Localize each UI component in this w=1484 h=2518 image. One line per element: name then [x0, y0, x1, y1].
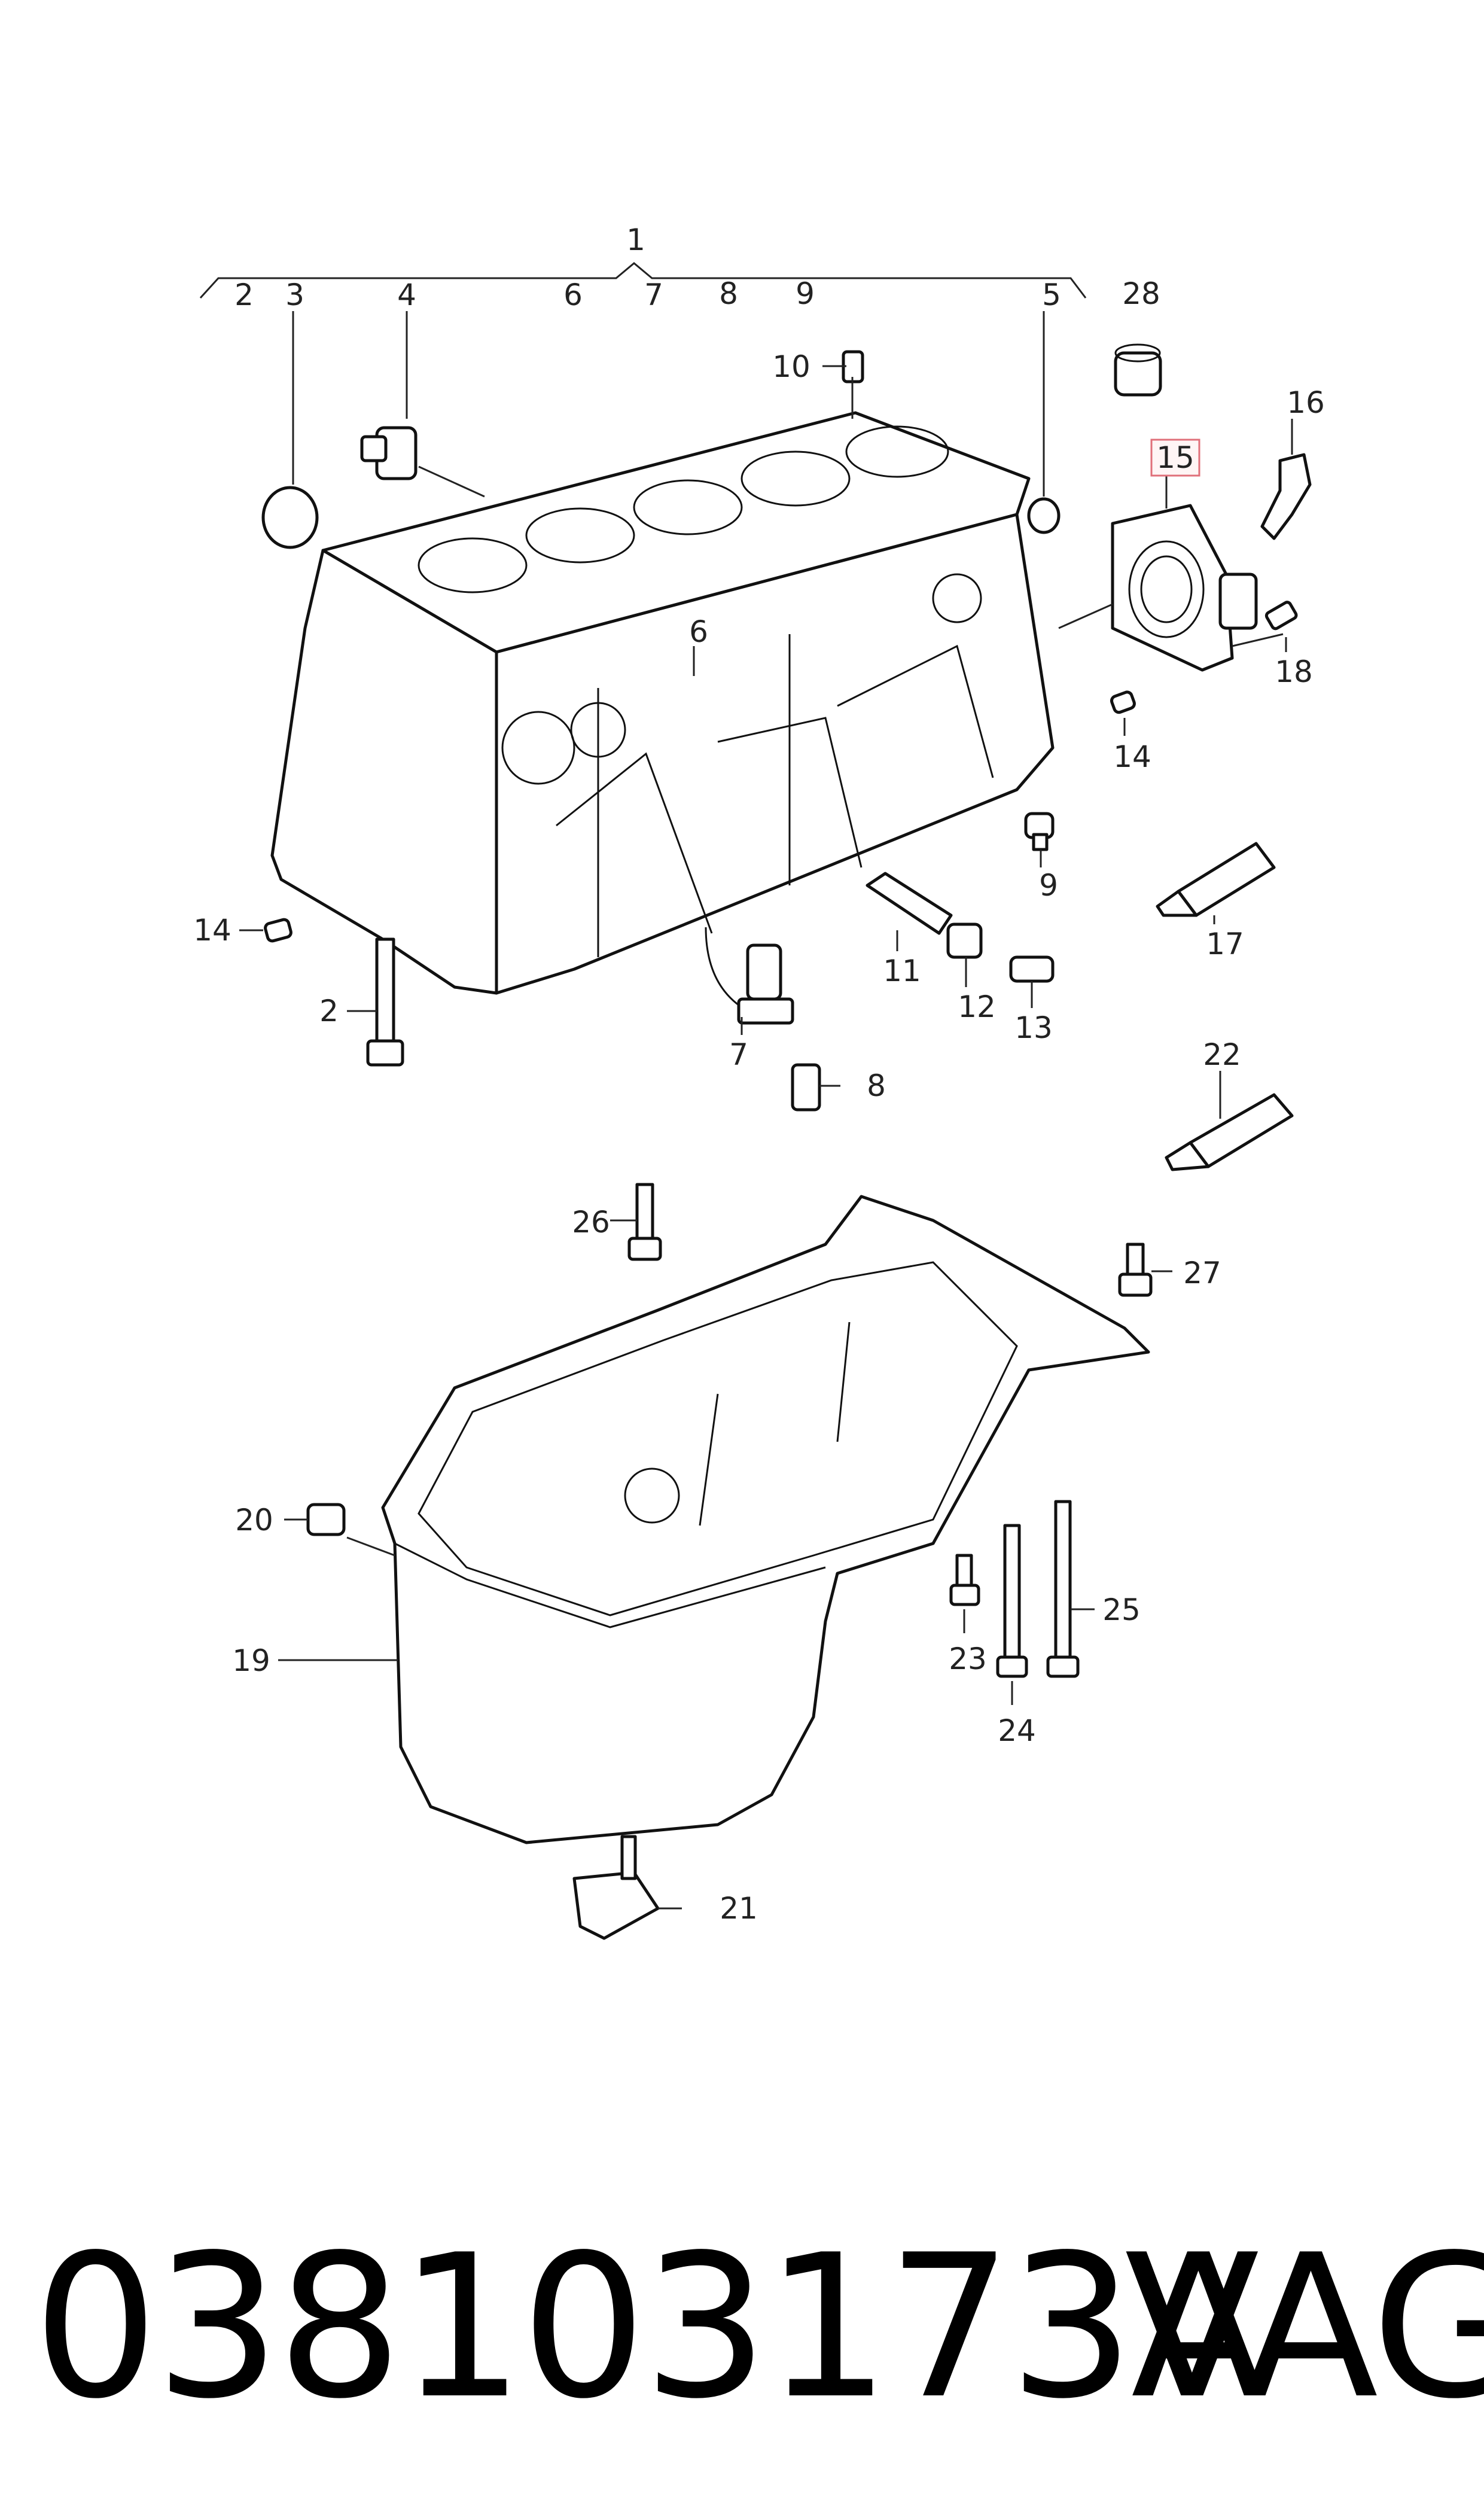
callout-2: 2: [234, 278, 254, 312]
callout-16: 16: [1287, 385, 1325, 420]
callout-4: 4: [397, 278, 416, 312]
callout-8: 8: [719, 276, 738, 311]
callouts: 1 2 3 4 6 7 8 9 5 28 10 16 15 6 18 14 9 …: [193, 223, 1325, 1926]
callout-12: 12: [958, 989, 996, 1024]
bolt-18: [1264, 601, 1298, 631]
callout-9b: 9: [1039, 868, 1058, 903]
callout-11: 11: [883, 954, 921, 988]
callout-15: 15: [1156, 440, 1194, 475]
callout-10: 10: [772, 349, 810, 384]
callout-26: 26: [572, 1205, 610, 1240]
callout-14-right: 14: [1113, 739, 1151, 774]
callout-19: 19: [232, 1643, 270, 1678]
dowel-14-left: [264, 918, 292, 943]
callout-17: 17: [1206, 927, 1244, 961]
engine-block: [270, 411, 1055, 995]
callout-21: 21: [720, 1891, 758, 1926]
callout-20: 20: [235, 1503, 273, 1537]
bolt-9: [1024, 812, 1055, 851]
brand-name: VAG: [1125, 2212, 1484, 2442]
fitting-12: [946, 922, 983, 959]
part-number: 038103173A: [33, 2212, 1266, 2442]
bolt-25: [1046, 1500, 1080, 1678]
callout-5: 5: [1042, 278, 1061, 312]
plug-5: [1027, 497, 1061, 534]
sealant-tube-22: [1165, 1093, 1294, 1171]
drain-plug-20: [306, 1503, 346, 1536]
callout-27: 27: [1183, 1256, 1221, 1290]
callout-highlight-box: [1150, 439, 1200, 477]
callout-28: 28: [1122, 276, 1160, 311]
callout-6: 6: [563, 278, 583, 312]
group-bracket: [199, 262, 1087, 299]
callout-13: 13: [1014, 1010, 1053, 1045]
bushing-28: [1114, 343, 1162, 397]
mount-4: [360, 426, 418, 480]
sealant-tube-17: [1156, 842, 1276, 917]
callout-6b: 6: [689, 614, 708, 649]
sender-13: [1009, 955, 1055, 983]
bolt-26: [627, 1183, 662, 1261]
callout-22: 22: [1203, 1037, 1241, 1072]
oil-jet-7: [705, 927, 794, 1025]
callout-23: 23: [949, 1642, 987, 1676]
callout-1: 1: [626, 223, 645, 257]
callout-2b: 2: [319, 994, 339, 1028]
dowel-14-right: [1110, 690, 1136, 714]
callout-25: 25: [1102, 1593, 1141, 1627]
pin-11: [866, 872, 953, 935]
bolt-8: [791, 1063, 821, 1112]
callout-9: 9: [796, 276, 815, 311]
parts-exploded-diagram: 1 2 3 4 6 7 8 9 5 28 10 16 15 6 18 14 9 …: [193, 223, 1325, 1940]
plug-3: [261, 486, 319, 549]
callout-24: 24: [998, 1713, 1036, 1748]
callout-7: 7: [644, 278, 663, 312]
leader-lines: [239, 311, 1293, 1910]
bolt-27: [1118, 1243, 1153, 1297]
callout-3: 3: [285, 278, 304, 312]
bolt-2: [366, 937, 404, 1067]
callout-18: 18: [1275, 654, 1313, 689]
callout-7b: 7: [729, 1037, 748, 1072]
oil-pan-19: [381, 1195, 1150, 1844]
callout-8b: 8: [867, 1068, 886, 1103]
seal-flange-15: [1111, 504, 1258, 672]
sensor-16: [1260, 453, 1312, 540]
oil-level-sensor-21: [572, 1835, 660, 1940]
bolt-23: [949, 1554, 980, 1606]
bolt-24: [996, 1524, 1028, 1678]
callout-14-left: 14: [193, 913, 231, 948]
